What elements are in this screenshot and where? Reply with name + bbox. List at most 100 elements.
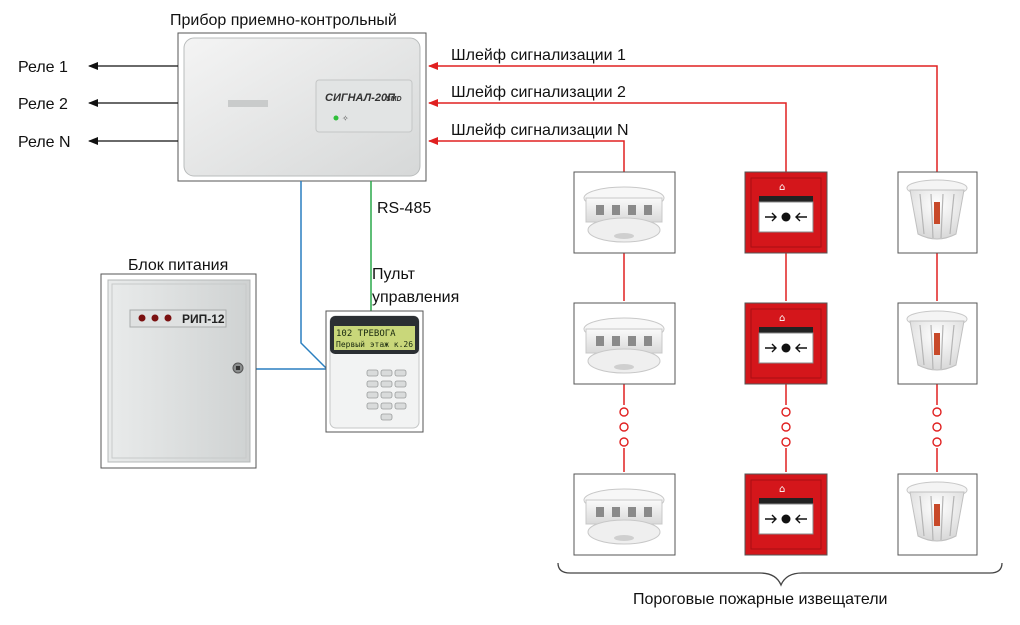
control-panel-brand-plate bbox=[228, 100, 268, 107]
detector-cap bbox=[587, 348, 661, 374]
call-point-bezel bbox=[750, 177, 822, 248]
detector-grille-icon bbox=[614, 364, 634, 370]
power-supply-cabinet bbox=[107, 279, 251, 463]
call-point-bezel bbox=[750, 308, 822, 379]
heat-detector bbox=[897, 302, 978, 385]
key-button bbox=[380, 402, 393, 410]
status-led-icon bbox=[333, 115, 339, 121]
power-supply-door-edge bbox=[111, 283, 247, 459]
continuation-dot bbox=[932, 437, 942, 447]
lcd-line-1: 102 ТРЕВОГА bbox=[336, 329, 396, 339]
control-panel-model-suffix: SMD bbox=[386, 96, 402, 103]
smoke-vent-icon bbox=[644, 336, 652, 346]
flame-icon: ⌂ bbox=[779, 313, 785, 324]
keypad-buttons bbox=[366, 369, 407, 421]
key-button bbox=[380, 413, 393, 421]
alarm-loop-n-line bbox=[428, 137, 625, 172]
cage-rib bbox=[919, 495, 925, 537]
control-panel-label-line1: Пульт bbox=[372, 266, 416, 283]
smoke-detector bbox=[573, 302, 676, 385]
smoke-detector bbox=[573, 473, 676, 556]
continuation-dot bbox=[932, 407, 942, 417]
cage-rib bbox=[949, 495, 955, 537]
smoke-vent-icon bbox=[612, 336, 620, 346]
indicator-led-icon bbox=[138, 314, 146, 322]
smoke-detector bbox=[573, 171, 676, 254]
button-dot-icon bbox=[781, 212, 791, 222]
smoke-vent-icon bbox=[644, 507, 652, 517]
cage-rib bbox=[930, 495, 934, 541]
power-supply-device: РИП-12 bbox=[100, 273, 257, 469]
alarm-loop-1-label: Шлейф сигнализации 1 bbox=[451, 47, 626, 64]
smoke-vent-icon bbox=[644, 205, 652, 215]
cage-rib bbox=[949, 193, 955, 235]
manual-call-point: ⌂ bbox=[744, 171, 828, 254]
control-panel-front-plate bbox=[315, 79, 413, 133]
detector-column-heat bbox=[897, 171, 978, 556]
key-button bbox=[366, 380, 379, 388]
relay-n-label: Реле N bbox=[18, 134, 71, 151]
continuation-dot bbox=[781, 422, 791, 432]
cage-rib bbox=[919, 193, 925, 235]
key-button bbox=[380, 391, 393, 399]
thermal-element-icon bbox=[934, 333, 940, 355]
continuation-dot bbox=[619, 422, 629, 432]
cage-rib bbox=[919, 324, 925, 366]
continuation-dot bbox=[781, 437, 791, 447]
smoke-vent-icon bbox=[628, 507, 636, 517]
key-button bbox=[380, 380, 393, 388]
continuation-dot bbox=[619, 407, 629, 417]
smoke-vent-icon bbox=[612, 507, 620, 517]
button-dot-icon bbox=[781, 343, 791, 353]
detector-grille-icon bbox=[614, 233, 634, 239]
manual-call-point: ⌂ bbox=[744, 302, 828, 385]
continuation-dot bbox=[619, 437, 629, 447]
thermal-element-icon bbox=[934, 202, 940, 224]
push-arrows-icon bbox=[765, 212, 807, 222]
smoke-vent-icon bbox=[628, 336, 636, 346]
control-panel-title: Прибор приемно-контрольный bbox=[170, 12, 397, 29]
cage-rib bbox=[940, 324, 944, 370]
relay-2-label: Реле 2 bbox=[18, 96, 68, 113]
alarm-loop-2-label: Шлейф сигнализации 2 bbox=[451, 84, 626, 101]
control-panel-device: СИГНАЛ-20П SMD ✧ bbox=[177, 32, 427, 182]
power-supply-model: РИП-12 bbox=[182, 312, 225, 326]
heat-detector bbox=[897, 473, 978, 556]
control-panel-label-line2: управления bbox=[372, 289, 459, 306]
lcd-line-2: Первый этаж к.26 bbox=[336, 340, 413, 349]
key-button bbox=[394, 402, 407, 410]
key-button bbox=[394, 391, 407, 399]
smoke-vent-icon bbox=[612, 205, 620, 215]
alarm-loops bbox=[428, 62, 938, 472]
smoke-vent-icon bbox=[628, 205, 636, 215]
cage-rib bbox=[940, 495, 944, 541]
panel-power-line bbox=[300, 181, 327, 369]
push-arrows-icon bbox=[765, 343, 807, 353]
control-panel-model: СИГНАЛ-20П bbox=[325, 92, 396, 104]
hazard-stripe-icon bbox=[759, 327, 813, 333]
key-button bbox=[366, 402, 379, 410]
cage-rib bbox=[949, 324, 955, 366]
alarm-loop-2-line bbox=[428, 99, 787, 172]
lamp-icon: ✧ bbox=[342, 114, 349, 123]
relay-1-label: Реле 1 bbox=[18, 59, 68, 76]
detectors-caption: Пороговые пожарные извещатели bbox=[633, 591, 887, 608]
lcd-screen bbox=[334, 326, 415, 350]
smoke-vent-icon bbox=[596, 336, 604, 346]
smoke-vent-icon bbox=[596, 205, 604, 215]
keyhole-icon bbox=[236, 366, 240, 370]
control-keypad-device: 102 ТРЕВОГА Первый этаж к.26 bbox=[325, 310, 424, 433]
loop-continuation-dots bbox=[619, 407, 942, 447]
thermal-element-icon bbox=[934, 504, 940, 526]
key-button bbox=[366, 369, 379, 377]
flame-icon: ⌂ bbox=[779, 484, 785, 495]
cage-rib bbox=[930, 324, 934, 370]
detector-grille-icon bbox=[614, 535, 634, 541]
key-button bbox=[380, 369, 393, 377]
cage-rib bbox=[930, 193, 934, 239]
detector-column-manual-call-point: ⌂ ⌂ ⌂ bbox=[744, 171, 828, 556]
flame-icon: ⌂ bbox=[779, 182, 785, 193]
hazard-stripe-icon bbox=[759, 196, 813, 202]
power-supply-label: Блок питания bbox=[128, 257, 228, 274]
